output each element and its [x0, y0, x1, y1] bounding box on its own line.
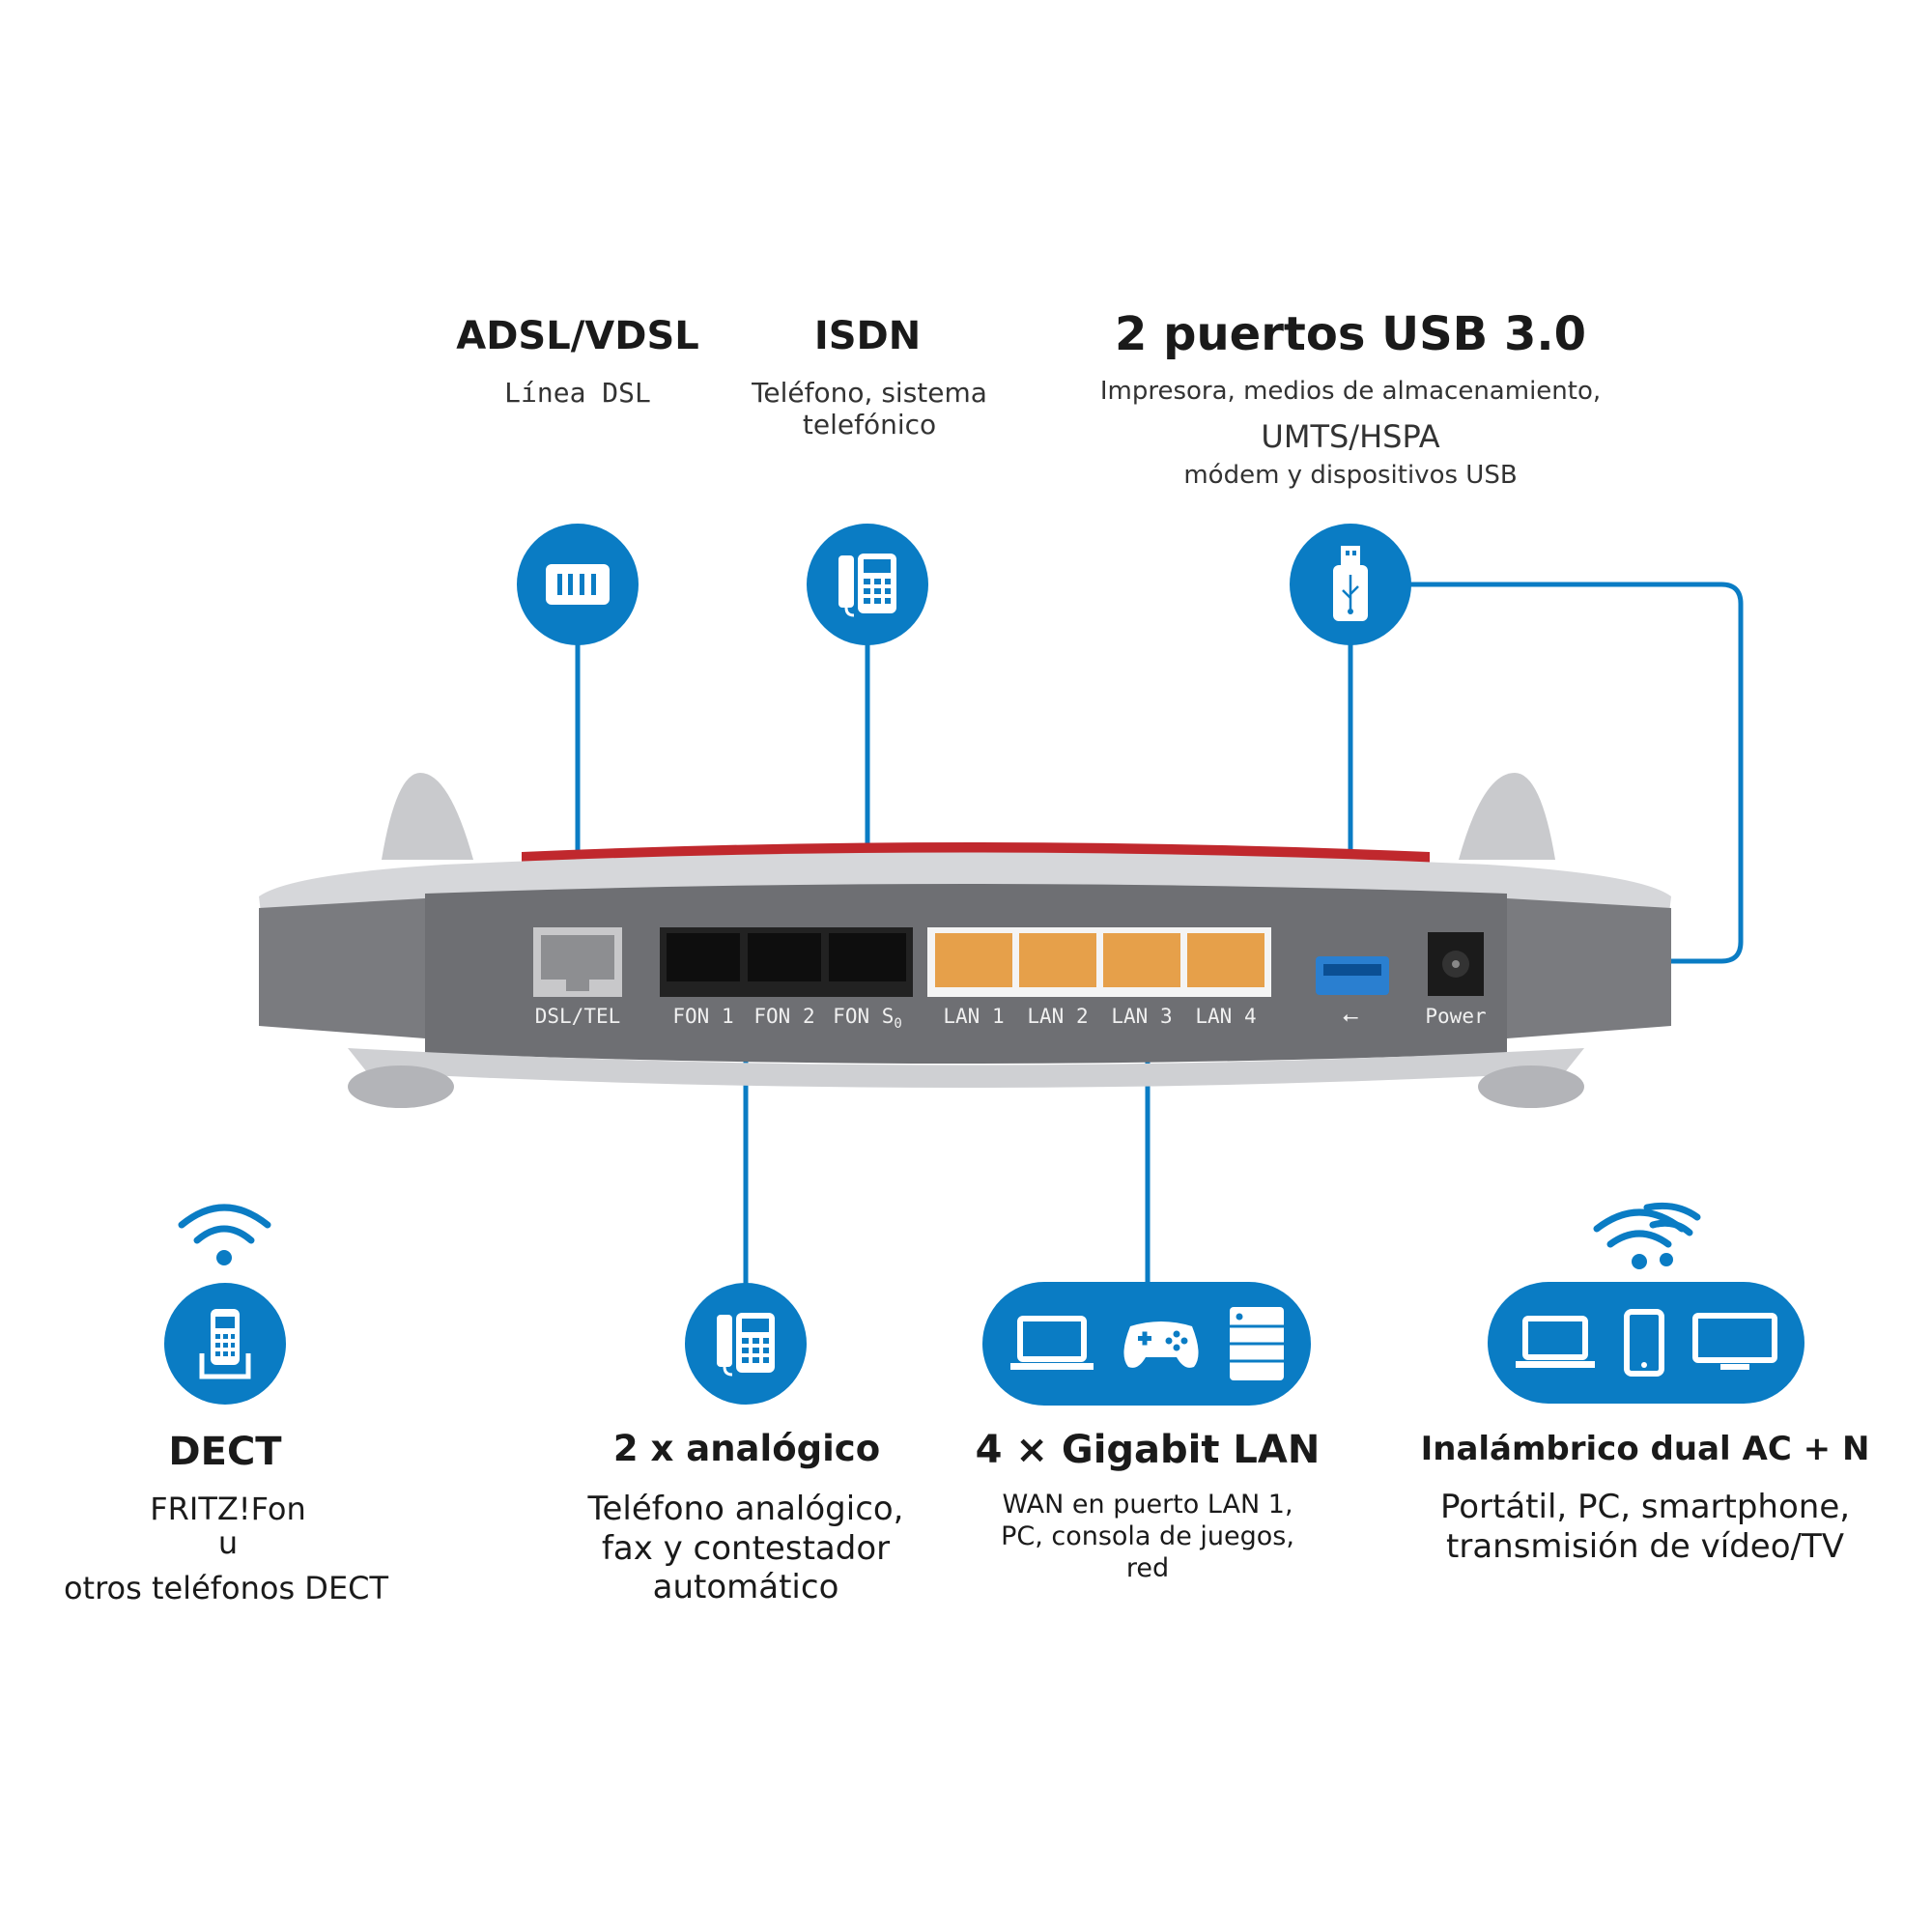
fon2-port [748, 933, 821, 981]
usb-title: 2 puertos USB 3.0 [1115, 307, 1586, 361]
analog-line2: fax y contestador [601, 1529, 891, 1568]
left-antenna [382, 773, 473, 860]
fon-s0-port [829, 933, 906, 981]
usb-stick-icon [1290, 524, 1411, 645]
fon1-port [667, 933, 740, 981]
dsl-description: Línea DSL [504, 377, 651, 409]
analog-line3: automático [652, 1568, 839, 1606]
isdn-title: ISDN [813, 314, 922, 358]
lan-title: 4 × Gigabit LAN [975, 1428, 1321, 1472]
port-label-dsl-tel: DSL/TEL [534, 1005, 621, 1028]
dsl-title: ADSL/VDSL [456, 314, 699, 358]
lan-line2: PC, consola de juegos, [1001, 1521, 1294, 1551]
port-label-lan4: LAN 4 [1195, 1005, 1257, 1028]
desk-phone-icon [807, 524, 928, 645]
laptop-icon [1009, 1316, 1094, 1370]
desk-phone-icon [685, 1283, 807, 1405]
usb-description-line2: UMTS/HSPA [1261, 418, 1440, 455]
wireless-devices-pill [1488, 1282, 1804, 1404]
usb-description-line1: Impresora, medios de almacenamiento, [1099, 377, 1602, 406]
wifi-line1: Portátil, PC, smartphone, [1439, 1488, 1851, 1526]
wifi-title: Inalámbrico dual AC + N [1420, 1430, 1870, 1468]
port-label-fon2: FON 2 [753, 1005, 815, 1028]
isdn-description-line2: telefónico [802, 409, 937, 440]
dsl-port-icon [517, 524, 639, 645]
port-label-power: Power [1425, 1005, 1487, 1028]
dect-title: DECT [168, 1430, 282, 1474]
lan3-port [1103, 933, 1180, 987]
dect-line1: FRITZ!Fon [150, 1491, 306, 1527]
port-label-fon1: FON 1 [672, 1005, 734, 1028]
lan-line1: WAN en puerto LAN 1, [1002, 1490, 1293, 1520]
dect-line2: u [217, 1524, 239, 1561]
dual-wifi-signal-icon [1593, 1202, 1701, 1269]
lan-line3: red [1125, 1553, 1170, 1583]
right-foot [1478, 1065, 1584, 1108]
right-antenna [1459, 773, 1555, 860]
lan2-port [1019, 933, 1096, 987]
port-label-lan3: LAN 3 [1111, 1005, 1173, 1028]
lan1-port [935, 933, 1012, 987]
dect-line3: otros teléfonos DECT [63, 1570, 389, 1606]
wifi-line2: transmisión de vídeo/TV [1446, 1527, 1844, 1566]
port-label-lan1: LAN 1 [943, 1005, 1005, 1028]
analog-title: 2 x analógico [612, 1428, 881, 1469]
cordless-phone-icon [164, 1283, 286, 1405]
isdn-description-line1: Teléfono, sistema [752, 377, 987, 409]
analog-line1: Teléfono analógico, [587, 1490, 904, 1528]
left-foot [348, 1065, 454, 1108]
laptop-icon [1516, 1316, 1595, 1368]
usb-description-line3: módem y dispositivos USB [1183, 461, 1518, 490]
lan4-port [1187, 933, 1264, 987]
wifi-connector [1410, 582, 1744, 964]
smartphone-icon [1624, 1309, 1664, 1377]
port-label-fon-s0: FON S0 [833, 1005, 902, 1033]
port-label-usb: ⭠ [1342, 1005, 1359, 1028]
lan-devices-pill [982, 1282, 1311, 1406]
gamepad-icon [1123, 1321, 1199, 1368]
port-label-lan2: LAN 2 [1027, 1005, 1089, 1028]
wifi-signal-icon [178, 1204, 271, 1265]
server-icon [1229, 1307, 1284, 1380]
tv-icon [1692, 1313, 1777, 1370]
